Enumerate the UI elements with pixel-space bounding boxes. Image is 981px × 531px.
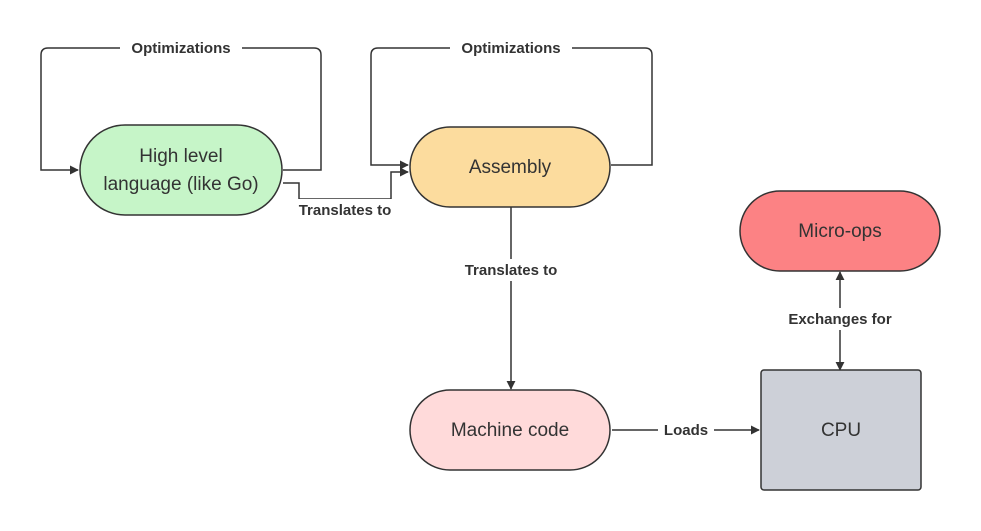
label-translates-asm-to-machine: Translates to xyxy=(465,262,558,279)
node-micro-ops-shape xyxy=(739,190,941,272)
node-micro-ops[interactable]: Micro-ops xyxy=(739,190,941,272)
node-cpu-label: CPU xyxy=(821,420,861,441)
node-high-level-line2: language (like Go) xyxy=(103,174,258,195)
label-translates-high-to-asm: Translates to xyxy=(299,202,392,219)
node-machine-code[interactable]: Machine code xyxy=(409,389,611,471)
node-cpu[interactable]: CPU xyxy=(760,369,922,491)
edge-high-to-assembly xyxy=(283,167,409,200)
label-loads: Loads xyxy=(664,422,708,439)
node-high-level-language[interactable]: High level language (like Go) xyxy=(79,124,283,216)
node-high-level-shape xyxy=(79,124,283,216)
node-micro-ops-label: Micro-ops xyxy=(798,221,881,242)
node-assembly-shape xyxy=(409,126,611,208)
node-cpu-shape xyxy=(760,369,922,491)
node-high-level-line1: High level xyxy=(139,146,222,167)
node-machine-code-shape xyxy=(409,389,611,471)
label-exchanges-for: Exchanges for xyxy=(788,311,892,328)
node-machine-code-label: Machine code xyxy=(451,420,569,441)
label-optimizations-left: Optimizations xyxy=(131,40,230,57)
node-assembly-label: Assembly xyxy=(469,157,552,178)
label-optimizations-right: Optimizations xyxy=(461,40,560,57)
node-assembly[interactable]: Assembly xyxy=(409,126,611,208)
